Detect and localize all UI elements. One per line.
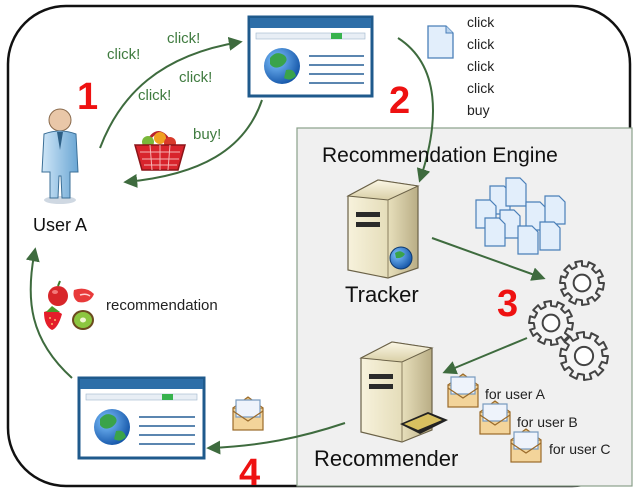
flow-arrows — [25, 36, 546, 455]
fruit-icon — [48, 280, 68, 306]
user-a-label: User A — [33, 215, 87, 235]
arrow-tracker-to-gears — [431, 237, 546, 281]
gear-icon — [528, 300, 574, 346]
log-line-4: click — [467, 80, 495, 96]
engine-title: Recommendation Engine — [322, 144, 558, 167]
log-line-3: click — [467, 58, 495, 74]
envelope-icons — [232, 373, 542, 463]
server-icon-tracker — [346, 179, 420, 279]
document-icon — [427, 25, 454, 59]
buy-label: buy! — [193, 126, 221, 143]
step-number-2: 2 — [389, 80, 410, 122]
user-icon — [41, 108, 79, 204]
recommendation-label: recommendation — [106, 297, 218, 314]
click-label-4: click! — [138, 87, 171, 104]
gear-icon — [559, 331, 609, 381]
recommendation-engine-box — [296, 127, 633, 487]
arrow-browser-to-user-a — [25, 247, 73, 379]
for-user-b-label: for user B — [517, 414, 578, 430]
server-icon-recommender — [359, 341, 448, 443]
envelope-icon — [479, 400, 511, 435]
fruit-icon — [72, 310, 94, 330]
envelope-icon — [232, 396, 264, 431]
document-stack-icon — [475, 177, 566, 255]
gear-icon — [559, 260, 605, 306]
recommender-label: Recommender — [314, 446, 458, 471]
tracker-label: Tracker — [345, 282, 419, 307]
browser-icon-bottom — [77, 376, 206, 460]
arrow-log-to-tracker — [397, 37, 434, 183]
step-number-4: 4 — [239, 452, 260, 490]
fruit-icons — [44, 280, 94, 330]
log-line-1: click — [467, 14, 495, 30]
click-label-3: click! — [179, 69, 212, 86]
log-line-5: buy — [467, 102, 490, 118]
gear-icons — [528, 260, 609, 381]
click-label-2: click! — [167, 30, 200, 47]
fruit-icon — [44, 306, 62, 330]
fruit-icon — [73, 288, 94, 303]
log-line-2: click — [467, 36, 495, 52]
click-label-1: click! — [107, 46, 140, 63]
browser-icon-top — [247, 15, 374, 98]
arrow-recommender-to-browser — [206, 422, 346, 455]
basket-icon — [134, 131, 186, 171]
step-number-3: 3 — [497, 283, 518, 325]
envelope-icon — [510, 428, 542, 463]
arrow-user-to-browser — [99, 36, 243, 149]
arrow-gears-to-recommender — [442, 337, 528, 375]
globe-icon — [264, 48, 300, 84]
arrow-browser-to-user — [123, 99, 263, 188]
step-number-1: 1 — [77, 76, 98, 118]
for-user-c-label: for user C — [549, 441, 610, 457]
envelope-icon — [447, 373, 479, 408]
for-user-a-label: for user A — [485, 386, 546, 402]
globe-icon — [94, 409, 130, 445]
globe-icon — [389, 246, 413, 270]
